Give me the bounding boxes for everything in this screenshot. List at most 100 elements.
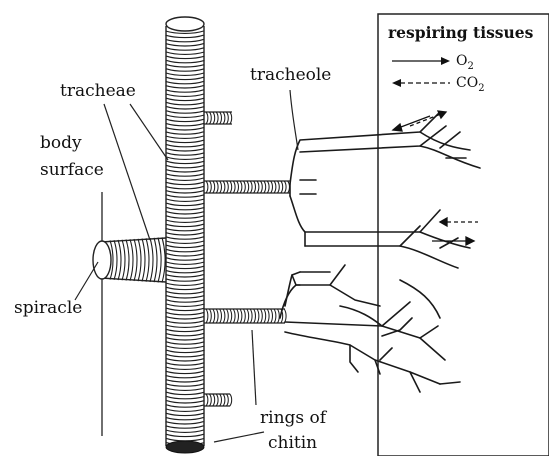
chitin-ring: [166, 94, 204, 96]
chitin-ring: [166, 275, 204, 277]
chitin-ring: [166, 174, 204, 176]
branch-ring: [267, 309, 269, 323]
branch-ring: [277, 181, 279, 193]
chitin-ring: [166, 317, 204, 319]
chitin-ring: [166, 123, 204, 125]
chitin-ring: [167, 60, 205, 62]
branch-ring: [237, 181, 239, 193]
chitin-ring: [166, 220, 204, 222]
chitin-ring: [165, 182, 203, 184]
branch-ring: [257, 181, 259, 193]
tracheae-label: tracheae: [60, 81, 136, 101]
trunk-top-opening: [166, 17, 204, 31]
branch-ring: [213, 181, 215, 193]
chitin-ring: [167, 203, 205, 205]
chitin-ring: [165, 426, 203, 428]
chitin-ring: [166, 81, 204, 83]
branch-ring: [220, 112, 222, 124]
branch-ring: [230, 309, 232, 323]
spiracle-ring: [122, 240, 125, 281]
chitin-ring: [166, 56, 204, 58]
branch-ring: [216, 309, 218, 323]
chitin-ring: [167, 300, 205, 302]
branch-ring: [213, 309, 215, 323]
chitin-ring: [166, 346, 204, 348]
spiracle-ring: [118, 240, 121, 280]
chitin-ring: [166, 430, 204, 432]
chitin-ring: [165, 35, 203, 37]
branch-ring: [220, 394, 222, 406]
chitin-ring: [166, 266, 204, 268]
chitin-ring: [165, 279, 203, 281]
branch-ring: [267, 181, 269, 193]
spiracle-ring: [150, 238, 153, 282]
chitin-ring: [166, 186, 204, 188]
chitin-ring: [167, 254, 205, 256]
branch-to-upper-tracheoles: [204, 181, 290, 193]
chitin-ring: [167, 157, 205, 159]
gas-exchange-arrows: [393, 111, 478, 245]
chitin-ring: [166, 178, 204, 180]
chitin-ring: [166, 342, 204, 344]
branch-ring: [264, 309, 266, 323]
chitin-ring: [166, 165, 204, 167]
chitin-ring: [167, 396, 205, 398]
chitin-ring: [166, 153, 204, 155]
branch-ring: [240, 181, 242, 193]
branch-ring: [260, 309, 262, 323]
chitin-ring: [166, 291, 204, 293]
spiracle-ring: [158, 238, 161, 283]
branch-ring: [277, 309, 279, 323]
chitin-ring: [165, 228, 203, 230]
rings-label-line1: rings of: [260, 408, 328, 428]
branch-ring: [223, 394, 225, 406]
branch-ring: [237, 309, 239, 323]
chitin-ring: [165, 86, 203, 88]
branch-ring: [284, 309, 286, 323]
body-surface-label-line1: body: [40, 133, 82, 153]
chitin-ring: [166, 241, 204, 243]
branch-ring: [220, 181, 222, 193]
branch-ring: [226, 181, 228, 193]
chitin-ring: [166, 199, 204, 201]
branch-ring: [254, 309, 256, 323]
branch-ring: [213, 112, 215, 124]
chitin-ring: [166, 191, 204, 193]
chitin-ring: [165, 375, 203, 377]
branch-ring: [243, 309, 245, 323]
chitin-ring: [166, 405, 204, 407]
branch-ring: [216, 112, 218, 124]
chitin-ring: [166, 388, 204, 390]
co2-label: CO2: [456, 75, 485, 94]
branch-ring: [247, 181, 249, 193]
spiracle-label: spiracle: [14, 298, 82, 318]
chitin-ring: [166, 371, 204, 373]
main-trachea-trunk: [165, 17, 204, 453]
chitin-ring: [167, 350, 205, 352]
tracheal-branches: [204, 112, 290, 406]
chitin-ring: [167, 111, 205, 113]
rings-label-line2: chitin: [268, 433, 317, 453]
chitin-ring: [166, 354, 204, 356]
chitin-ring: [166, 258, 204, 260]
spiracle-ring: [142, 239, 145, 282]
chitin-ring: [166, 149, 204, 151]
tracheole-upper: [290, 112, 480, 268]
legend: respiring tissues O2 CO2: [388, 23, 534, 94]
chitin-ring: [166, 119, 204, 121]
chitin-ring: [166, 77, 204, 79]
trunk-bottom: [166, 441, 204, 453]
chitin-ring: [166, 308, 204, 310]
short-branch-top: [204, 112, 232, 124]
branch-ring: [274, 309, 276, 323]
branch-ring: [233, 309, 235, 323]
chitin-ring: [166, 144, 204, 146]
branch-ring: [281, 181, 283, 193]
chitin-ring: [167, 304, 205, 306]
chitin-ring: [166, 249, 204, 251]
chitin-ring: [166, 102, 204, 104]
chitin-ring: [166, 312, 204, 314]
spiracle-ring: [138, 239, 141, 281]
chitin-ring: [166, 136, 204, 138]
